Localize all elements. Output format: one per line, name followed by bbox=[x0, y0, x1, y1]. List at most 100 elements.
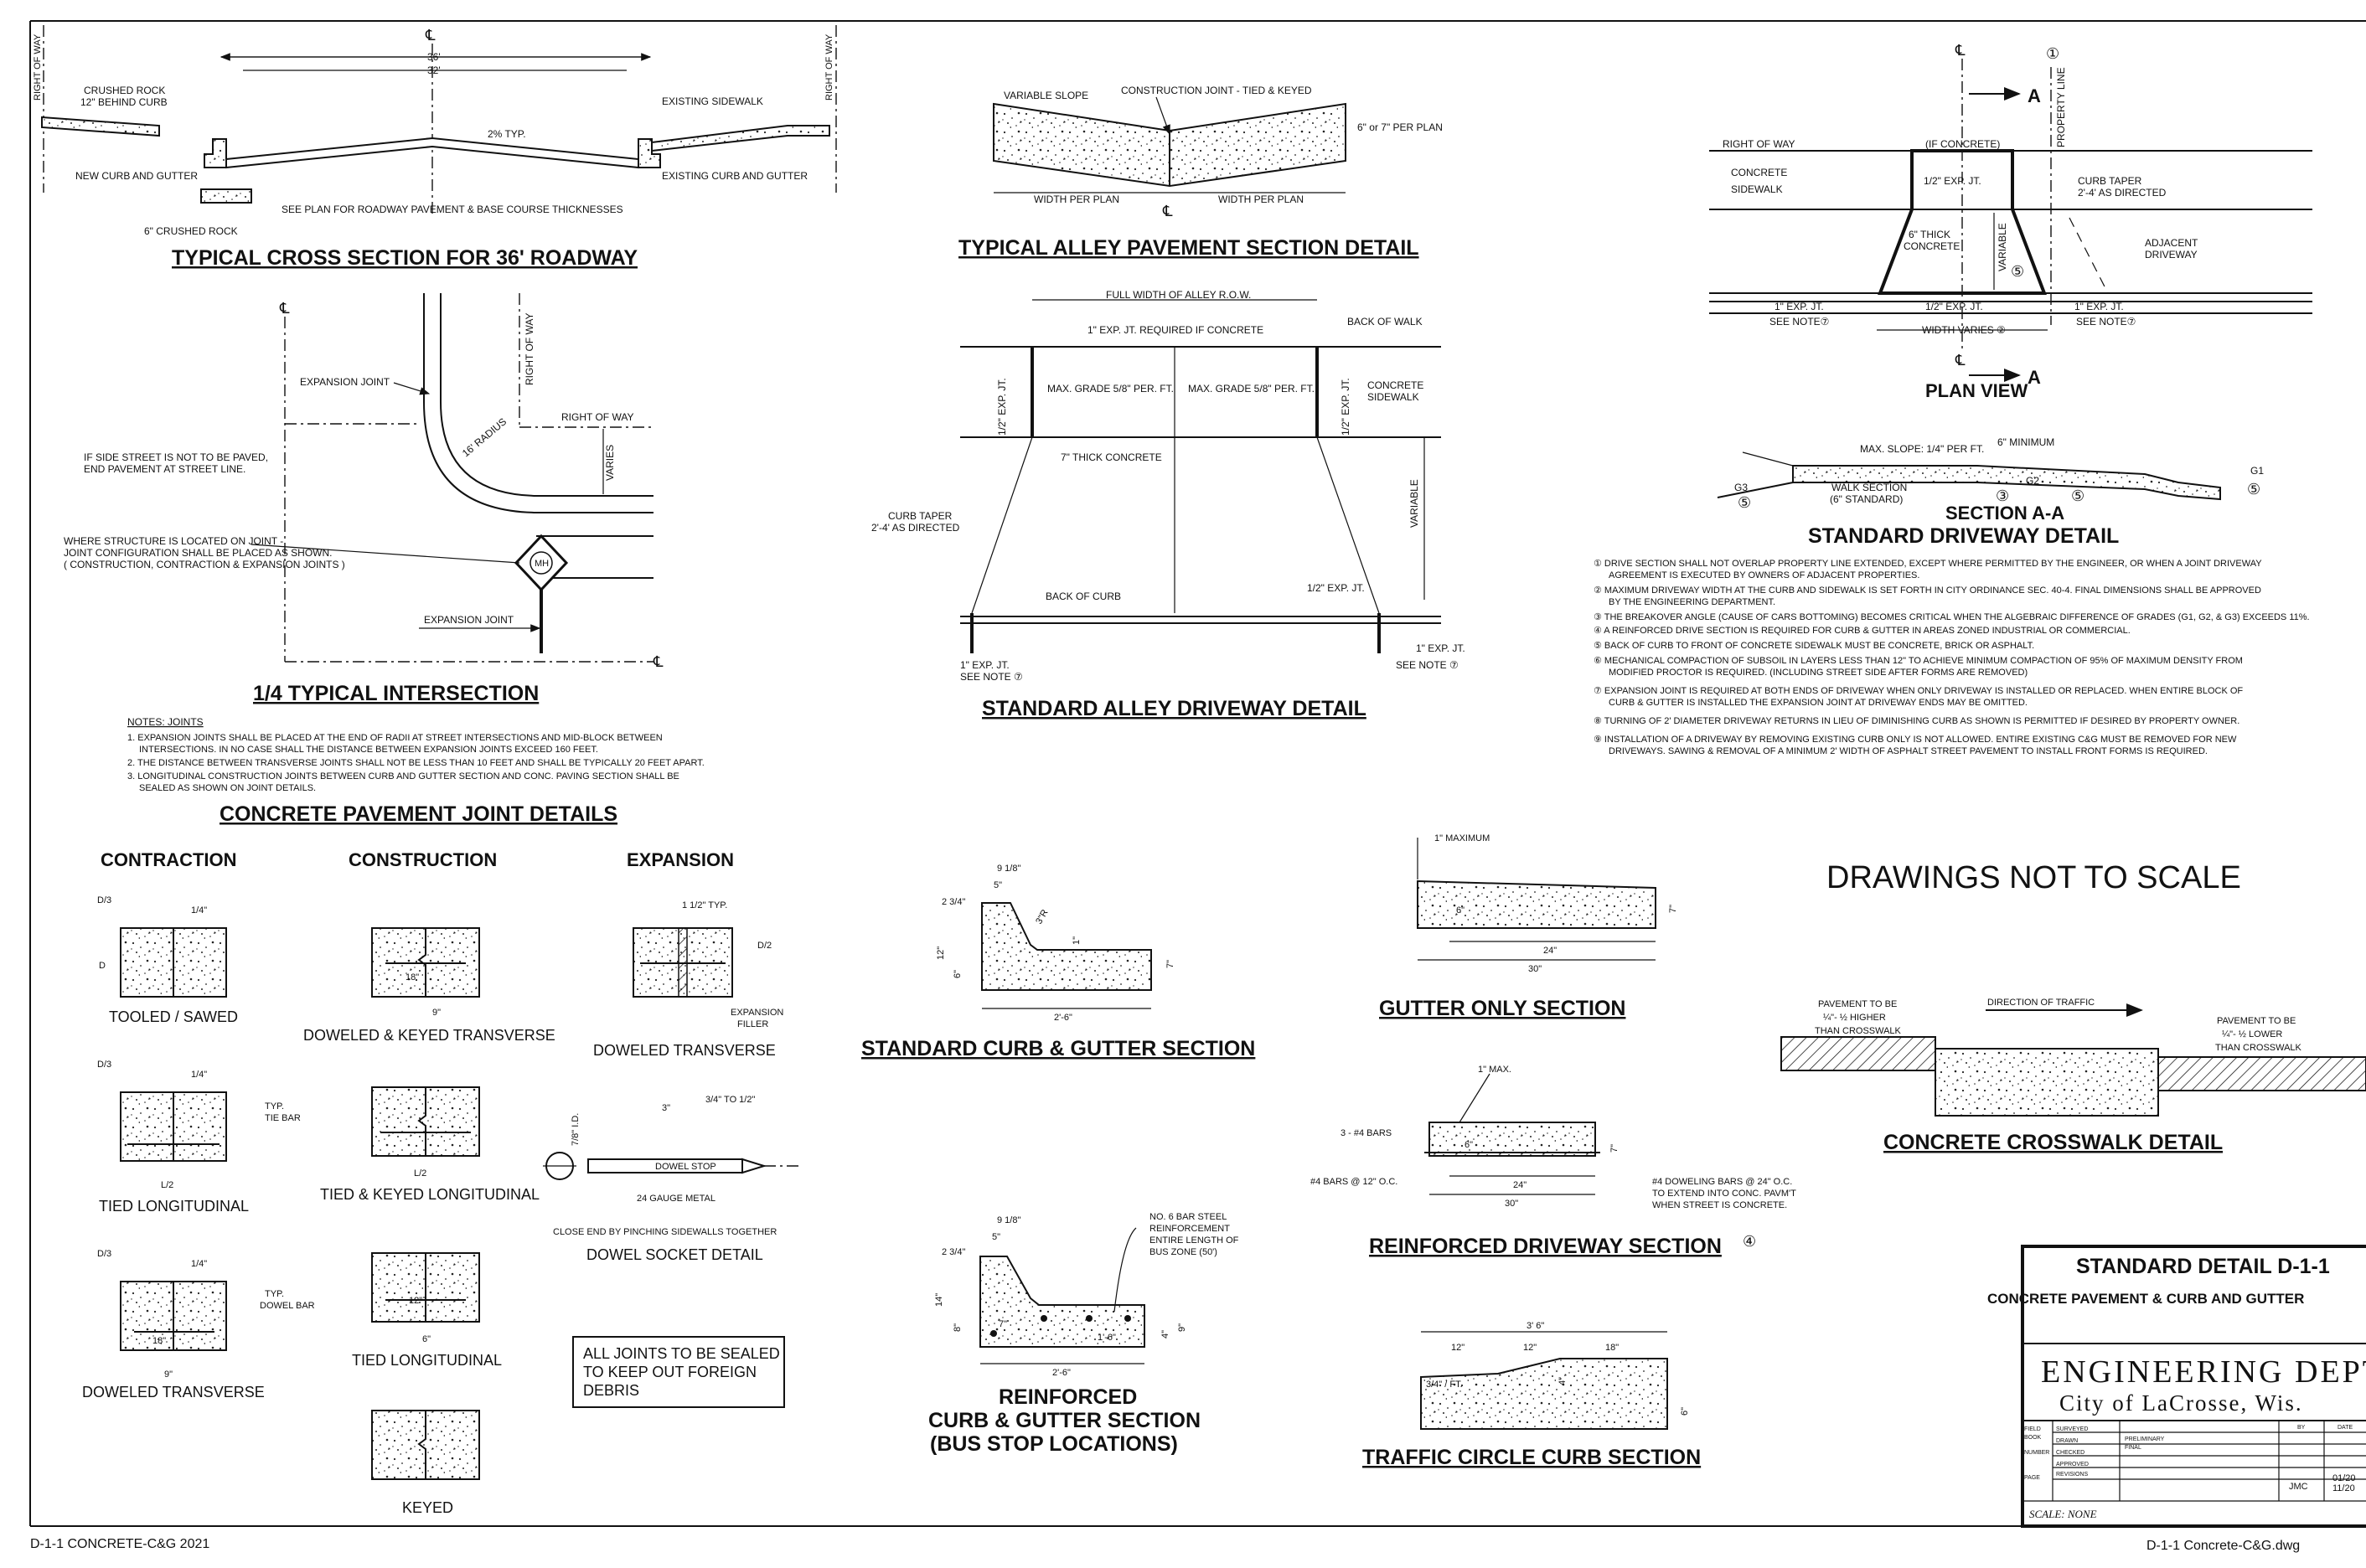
right-of-way-right-label: RIGHT OF WAY bbox=[824, 34, 834, 101]
driveway-note-7b: CURB & GUTTER IS INSTALLED THE EXPANSION… bbox=[1609, 698, 2028, 708]
driveway-note-7: ⑦ EXPANSION JOINT IS REQUIRED AT BOTH EN… bbox=[1594, 686, 2243, 696]
tb-preliminary: PRELIMINARY bbox=[2125, 1436, 2165, 1442]
rd-bars3-label: 3 - #4 BARS bbox=[1341, 1128, 1392, 1138]
rcg-16-label: 1'-6" bbox=[1098, 1333, 1116, 1343]
see-note-right-label: SEE NOTE ⑦ bbox=[1396, 659, 1459, 671]
joint-notes: NOTES: JOINTS 1. EXPANSION JOINTS SHALL … bbox=[127, 716, 705, 826]
new-curb-label: NEW CURB AND GUTTER bbox=[75, 170, 198, 182]
d2-label: D/2 bbox=[757, 941, 772, 951]
keyed-label: KEYED bbox=[402, 1499, 453, 1516]
plan-right-of-way-label: RIGHT OF WAY bbox=[1723, 138, 1795, 150]
crosswalk-slab bbox=[1935, 1048, 2159, 1117]
reinforced-driveway-note-marker: ④ bbox=[1743, 1233, 1756, 1250]
structure-note-2: JOINT CONFIGURATION SHALL BE PLACED AS S… bbox=[64, 547, 333, 559]
one-half-typ-label: 1 1/2" TYP. bbox=[682, 900, 727, 910]
expansion-joint-2-label: EXPANSION JOINT bbox=[424, 614, 514, 626]
plan-half-exp-bottom: 1/2" EXP. JT. bbox=[1925, 301, 1983, 312]
driveway-note-6: ⑥ MECHANICAL COMPACTION OF SUBSOIL IN LA… bbox=[1594, 656, 2243, 666]
sealed-note-3: DEBRIS bbox=[583, 1382, 639, 1399]
sealed-note-2: TO KEEP OUT FOREIGN bbox=[583, 1364, 757, 1380]
variable-label: VARIABLE bbox=[1408, 479, 1420, 528]
standard-detail-number: STANDARD DETAIL D-1-1 bbox=[2076, 1255, 2330, 1278]
rcg-5-label: 5" bbox=[992, 1232, 1000, 1242]
plan-view-title: PLAN VIEW bbox=[1925, 380, 2028, 401]
engineering-dept-label: ENGINEERING DEPT. bbox=[2041, 1354, 2366, 1390]
crosswalk-left-1: PAVEMENT TO BE bbox=[1818, 999, 1897, 1009]
thickness-label: 6" or 7" PER PLAN bbox=[1357, 121, 1443, 133]
rcg-note-1: NO. 6 BAR STEEL bbox=[1149, 1212, 1227, 1222]
tb-drawn: DRAWN bbox=[2056, 1438, 2078, 1444]
crosswalk-right-pavement bbox=[2157, 1056, 2366, 1091]
d3in-label: 3" bbox=[662, 1103, 670, 1113]
tc-12a-label: 12" bbox=[1451, 1343, 1465, 1353]
traffic-circle-title: TRAFFIC CIRCLE CURB SECTION bbox=[1362, 1446, 1701, 1469]
quarter-label-2: 1/4" bbox=[191, 1070, 207, 1080]
cg-234-label: 2 3/4" bbox=[942, 897, 965, 907]
reinforced-cg-title-3: (BUS STOP LOCATIONS) bbox=[930, 1432, 1178, 1456]
g1-label: G1 bbox=[2250, 465, 2264, 477]
cg-6-label: 6" bbox=[953, 970, 963, 978]
go-6-label: 6" bbox=[1456, 905, 1465, 916]
plan-variable-label: VARIABLE bbox=[1997, 223, 2008, 271]
joint-sketches: CONTRACTION CONSTRUCTION EXPANSION D/3 1… bbox=[82, 849, 801, 1516]
max1-label: 1" MAXIMUM bbox=[1434, 833, 1490, 843]
section-a-top: A bbox=[2028, 85, 2041, 106]
dowel-stop-label: DOWEL STOP bbox=[655, 1162, 716, 1172]
standard-detail-subtitle: CONCRETE PAVEMENT & CURB AND GUTTER bbox=[1987, 1291, 2304, 1307]
curb-gutter-title: STANDARD CURB & GUTTER SECTION bbox=[861, 1037, 1255, 1060]
six-min-label: 6" MINIMUM bbox=[1997, 436, 2054, 448]
behind-curb-label: 12" BEHIND CURB bbox=[80, 96, 168, 108]
tb-surveyed: SURVEYED bbox=[2056, 1426, 2088, 1432]
title-block: STANDARD DETAIL D-1-1 CONCRETE PAVEMENT … bbox=[1987, 1245, 2366, 1528]
structure-note-3: ( CONSTRUCTION, CONTRACTION & EXPANSION … bbox=[64, 559, 345, 570]
exp-left-label: 1/2" EXP. JT. bbox=[996, 378, 1008, 436]
driveway-note-2: ② MAXIMUM DRIVEWAY WIDTH AT THE CURB AND… bbox=[1594, 585, 2261, 596]
g3-label: G3 bbox=[1734, 482, 1748, 493]
tb-by: BY bbox=[2297, 1425, 2306, 1431]
tb-date-2: 11/20 bbox=[2332, 1483, 2355, 1493]
alley-driveway-title: STANDARD ALLEY DRIVEWAY DETAIL bbox=[982, 697, 1366, 720]
crosswalk-title: CONCRETE CROSSWALK DETAIL bbox=[1883, 1131, 2223, 1154]
tb-page: PAGE bbox=[2024, 1475, 2040, 1481]
width-right-label: WIDTH PER PLAN bbox=[1218, 193, 1304, 205]
section-aa-slab bbox=[1792, 465, 2221, 501]
construction-joint-label: CONSTRUCTION JOINT - TIED & KEYED bbox=[1121, 85, 1312, 96]
gutter-only-title: GUTTER ONLY SECTION bbox=[1379, 997, 1625, 1020]
crushed-6-label: 6" CRUSHED ROCK bbox=[144, 225, 238, 237]
plan-curb-taper-2: 2'-4' AS DIRECTED bbox=[2078, 187, 2167, 199]
traffic-circle-detail: 3' 6" 12" 12" 18" 3/4" / FT. 4" 6" TRAFF… bbox=[1362, 1321, 1701, 1469]
dowel-9-label: 9" bbox=[164, 1369, 173, 1380]
go-24-label: 24" bbox=[1543, 946, 1557, 956]
dowel-18-label: 18" bbox=[152, 1336, 166, 1346]
plan-n5-label: ⑤ bbox=[2011, 263, 2024, 280]
tb-field: FIELD bbox=[2024, 1426, 2041, 1432]
left-boulevard bbox=[41, 116, 160, 137]
intersection-title: 1/4 TYPICAL INTERSECTION bbox=[253, 682, 539, 705]
rcg-note-3: ENTIRE LENGTH OF bbox=[1149, 1235, 1239, 1246]
note1-marker: ① bbox=[2046, 45, 2059, 62]
tb-book: BOOK bbox=[2024, 1435, 2042, 1441]
cg-7-label: 7" bbox=[1165, 960, 1175, 968]
n3-label: ③ bbox=[1996, 487, 2009, 504]
plan-cl-bottom: ℄ bbox=[1955, 352, 1966, 369]
plan-exp-left: 1" EXP. JT. bbox=[1774, 301, 1824, 312]
tc-12b-label: 12" bbox=[1523, 1343, 1537, 1353]
go-7-label: 7" bbox=[1668, 905, 1678, 913]
expansion-joint-label: EXPANSION JOINT bbox=[300, 376, 390, 388]
quarter-label-3: 1/4" bbox=[191, 1259, 207, 1269]
cross-section-title: TYPICAL CROSS SECTION FOR 36' ROADWAY bbox=[172, 246, 638, 270]
tb-number: NUMBER bbox=[2024, 1450, 2049, 1456]
rcg-note-2: REINFORCEMENT bbox=[1149, 1224, 1230, 1234]
d3-label-1: D/3 bbox=[97, 895, 111, 905]
gutter-only-detail: 1" MAXIMUM 6" 7" 24" 30" GUTTER ONLY SEC… bbox=[1379, 833, 1678, 1020]
joint-note-1: 1. EXPANSION JOINTS SHALL BE PLACED AT T… bbox=[127, 733, 663, 743]
d3-label-3: D/3 bbox=[97, 1249, 111, 1259]
quarter-label-1: 1/4" bbox=[191, 905, 207, 916]
reinforced-cg-title-2: CURB & GUTTER SECTION bbox=[928, 1409, 1201, 1432]
crosswalk-right-3: THAN CROSSWALK bbox=[2215, 1043, 2302, 1053]
dowel-socket-label: DOWEL SOCKET DETAIL bbox=[586, 1246, 763, 1263]
tc-slope-label: 3/4" / FT. bbox=[1426, 1380, 1463, 1390]
section-aa-detail: MAX. SLOPE: 1/4" PER FT. 6" MINIMUM G1 G… bbox=[1717, 436, 2264, 548]
tied-long-2-label: TIED LONGITUDINAL bbox=[352, 1352, 502, 1369]
